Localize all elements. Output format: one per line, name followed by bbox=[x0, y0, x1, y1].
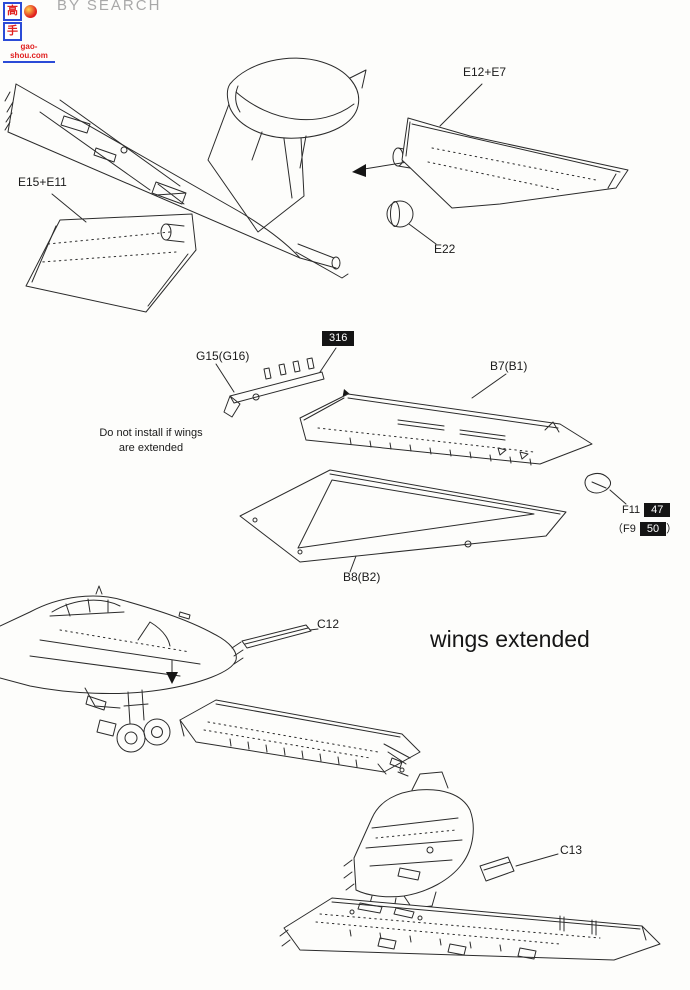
label-f11: F11 bbox=[622, 503, 641, 516]
site-watermark: 高 手 gao-shou.com bbox=[3, 2, 61, 63]
cone-part-drawing bbox=[584, 472, 627, 505]
label-c12: C12 bbox=[317, 617, 340, 631]
rear-fuselage-drawing bbox=[343, 771, 474, 921]
watermark-char-top: 高 bbox=[3, 2, 22, 21]
warning-note: Do not install if wings are extended bbox=[76, 426, 226, 456]
label-f9-open: （F9 bbox=[612, 523, 636, 535]
front-fuselage-drawing bbox=[0, 585, 244, 753]
stabilizer-e15-e11-drawing bbox=[25, 193, 197, 313]
wing-center-drawing bbox=[179, 699, 421, 777]
label-e12-e7: E12+E7 bbox=[463, 65, 507, 79]
warning-note-line1: Do not install if wings bbox=[99, 427, 203, 439]
watermark-site-text: gao-shou.com bbox=[3, 42, 55, 63]
color-badge-47: 47 bbox=[644, 503, 671, 517]
section-title-wings-extended: wings extended bbox=[430, 626, 590, 652]
stabilizer-e12-e7-drawing bbox=[401, 83, 629, 209]
warning-note-line2: are extended bbox=[118, 441, 184, 454]
wing-b8-drawing bbox=[239, 469, 567, 573]
label-b8: B8(B2) bbox=[343, 570, 381, 584]
cap-e22-drawing bbox=[386, 200, 437, 245]
watermark-ball-icon bbox=[24, 5, 37, 18]
watermark-char-bottom: 手 bbox=[3, 22, 22, 41]
part-c12-drawing bbox=[241, 624, 319, 649]
color-badge-50: 50 bbox=[639, 522, 667, 537]
label-f9-close: ） bbox=[666, 523, 678, 535]
color-badge-316: 316 bbox=[322, 331, 355, 346]
part-c13-drawing bbox=[479, 853, 559, 882]
label-e22: E22 bbox=[434, 242, 456, 256]
header-scan-text: BY SEARCH bbox=[57, 0, 162, 14]
wing-b7-drawing bbox=[299, 373, 593, 466]
label-e15-e11: E15+E11 bbox=[18, 175, 67, 189]
label-c13: C13 bbox=[560, 843, 583, 857]
wing-bottom-drawing bbox=[279, 897, 661, 961]
label-b7: B7(B1) bbox=[490, 359, 528, 373]
tail-fuselage-drawing bbox=[4, 57, 422, 279]
label-g15: G15(G16) bbox=[196, 349, 250, 363]
